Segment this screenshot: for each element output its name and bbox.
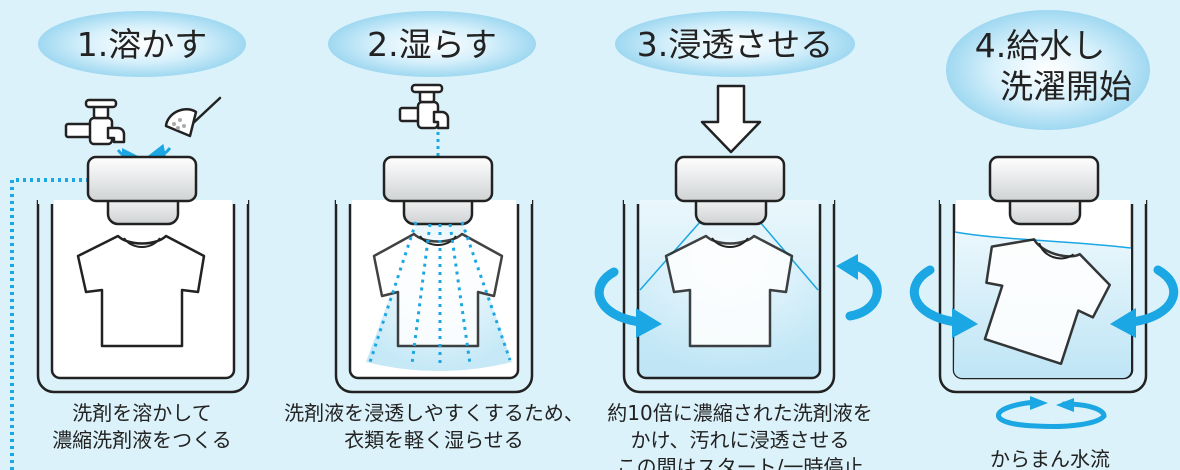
tumbling-tshirt-icon [983, 238, 1112, 366]
tshirt-icon [76, 234, 206, 348]
step2-caption-line2: 衣類を軽く湿らせる [344, 428, 524, 452]
tshirt-icon [372, 232, 504, 348]
faucet-icon [398, 83, 450, 130]
rotate-left-arrow-icon [909, 265, 961, 327]
step3-title-badge: 3.浸透させる [615, 11, 855, 77]
tub-outer [622, 200, 836, 394]
step3-title: 3.浸透させる [637, 25, 834, 64]
step2-title: 2.湿らす [367, 25, 497, 64]
rotate-right-arrow-icon [845, 259, 882, 321]
step3-caption-line2: かけ、汚れに浸透させる [631, 428, 850, 452]
step2-caption-line1: 洗剤液を浸透しやすくするため、 [284, 401, 584, 425]
step1-caption-line1: 洗剤を溶かして [72, 401, 211, 425]
step3-caption-line3: この間はスタート/一時停止 [617, 455, 864, 470]
dispenser-lid [674, 155, 786, 203]
rotate-right-arrow-icon [1127, 265, 1179, 327]
tub-outer [334, 200, 534, 394]
dispenser-lid [86, 155, 198, 203]
step1-panel [10, 96, 250, 470]
step2-title-badge: 2.湿らす [328, 11, 536, 77]
tub-outer [938, 200, 1148, 394]
step4-caption: からまん水流 [990, 447, 1110, 470]
faucet-icon [64, 98, 126, 146]
step2-panel [334, 83, 534, 394]
step4-title-line1: 4.給水し [975, 26, 1106, 65]
tub-outer [36, 200, 250, 394]
detergent-scoop-icon [164, 96, 222, 138]
dispenser-lid [382, 155, 494, 203]
step1-title: 1.溶かす [77, 25, 208, 64]
spray-lines [368, 221, 512, 366]
step4-panel [909, 155, 1179, 429]
dispenser-lid [988, 155, 1100, 203]
tshirt-icon [664, 234, 794, 348]
press-down-arrow-icon [700, 84, 762, 154]
step3-panel [594, 84, 882, 394]
step3-caption-line1: 約10倍に濃縮された洗剤液を [607, 401, 872, 425]
circulation-arrows-icon [996, 399, 1107, 429]
rotate-left-arrow-icon [594, 267, 645, 327]
step4-title-badge: 4.給水し 洗濯開始 [946, 10, 1150, 130]
step4-title-line2: 洗濯開始 [1000, 67, 1132, 106]
step1-caption-line2: 濃縮洗剤液をつくる [52, 428, 232, 452]
step1-title-badge: 1.溶かす [38, 11, 246, 77]
